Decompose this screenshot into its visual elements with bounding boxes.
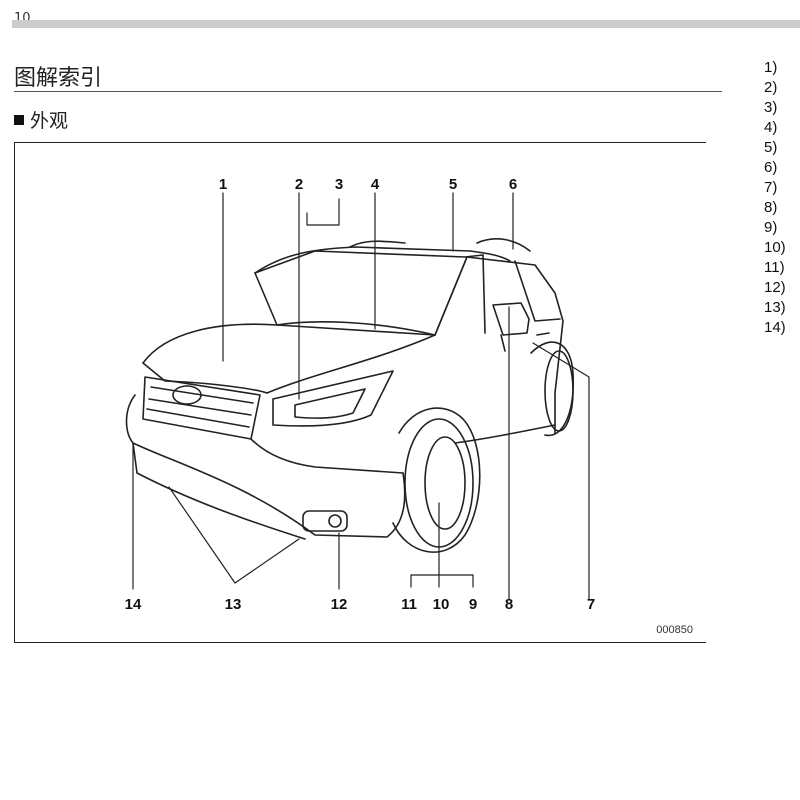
- callout-11: 11: [401, 596, 417, 613]
- subsection-heading: 外观: [14, 106, 68, 133]
- callout-10: 10: [433, 596, 450, 613]
- callout-9: 9: [469, 596, 477, 613]
- callout-7: 7: [587, 596, 595, 613]
- callout-12: 12: [331, 596, 348, 613]
- car-illustration: 1 2 3 4 5 6 7 8 9 10 11 12 13 14 000850: [125, 176, 693, 636]
- callout-list-item: 9): [764, 219, 778, 236]
- section-title: 图解索引: [14, 66, 103, 91]
- callout-list-item: 8): [764, 199, 778, 216]
- callout-13: 13: [225, 596, 242, 613]
- callout-list-item: 4): [764, 119, 778, 136]
- callout-6: 6: [509, 176, 517, 193]
- callout-1: 1: [219, 176, 227, 193]
- callout-list: 1) 2) 3) 4) 5) 6) 7) 8) 9) 10) 11) 12) 1…: [764, 58, 786, 338]
- exterior-diagram: 1 2 3 4 5 6 7 8 9 10 11 12 13 14 000850: [14, 142, 706, 643]
- callout-3: 3: [335, 176, 343, 193]
- callout-list-item: 3): [764, 99, 778, 116]
- callout-list-item: 12): [764, 279, 786, 296]
- callout-4: 4: [371, 176, 380, 193]
- callout-list-item: 11): [764, 259, 785, 276]
- callout-list-item: 6): [764, 159, 778, 176]
- callout-8: 8: [505, 596, 513, 613]
- header-band: [12, 20, 800, 28]
- callout-list-item: 1): [764, 59, 778, 76]
- callout-list-item: 14): [764, 319, 786, 336]
- square-bullet-icon: [14, 115, 24, 125]
- callout-list-item: 7): [764, 179, 778, 196]
- callout-list-item: 2): [764, 79, 778, 96]
- callout-2: 2: [295, 176, 303, 193]
- callout-list-item: 10): [764, 239, 786, 256]
- section-divider: [14, 91, 722, 92]
- subsection-title: 外观: [30, 110, 69, 132]
- callout-5: 5: [449, 176, 457, 193]
- callout-list-item: 13): [764, 299, 786, 316]
- callout-list-item: 5): [764, 139, 778, 156]
- callout-14: 14: [125, 596, 142, 613]
- figure-code: 000850: [656, 624, 693, 636]
